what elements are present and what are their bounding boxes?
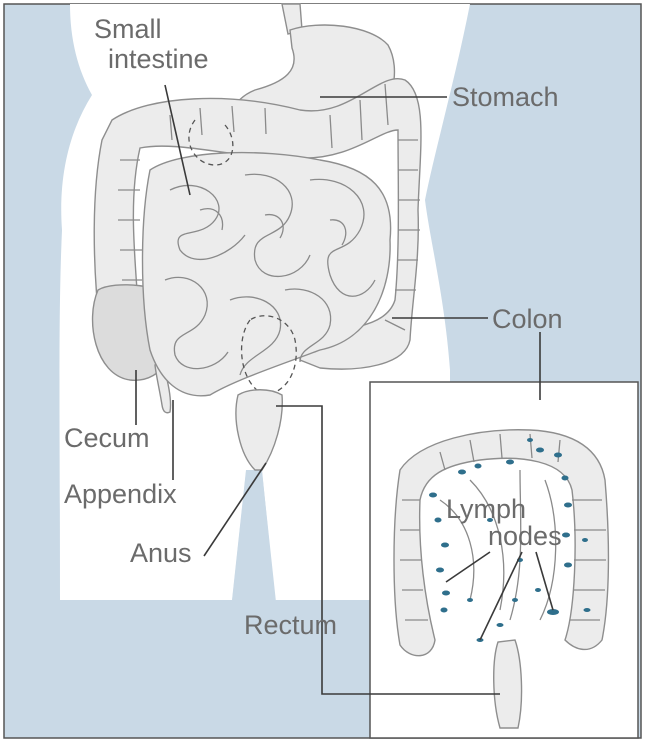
label-lymph-1: Lymph [446,494,526,524]
label-anus: Anus [130,538,192,568]
label-rectum: Rectum [244,610,337,640]
label-colon: Colon [492,304,563,334]
label-small-intestine-1: Small [94,14,162,44]
label-small-intestine-2: intestine [108,44,209,74]
label-lymph-2: nodes [488,521,562,551]
label-stomach: Stomach [452,82,559,112]
label-appendix: Appendix [64,479,177,509]
label-cecum: Cecum [64,423,150,453]
